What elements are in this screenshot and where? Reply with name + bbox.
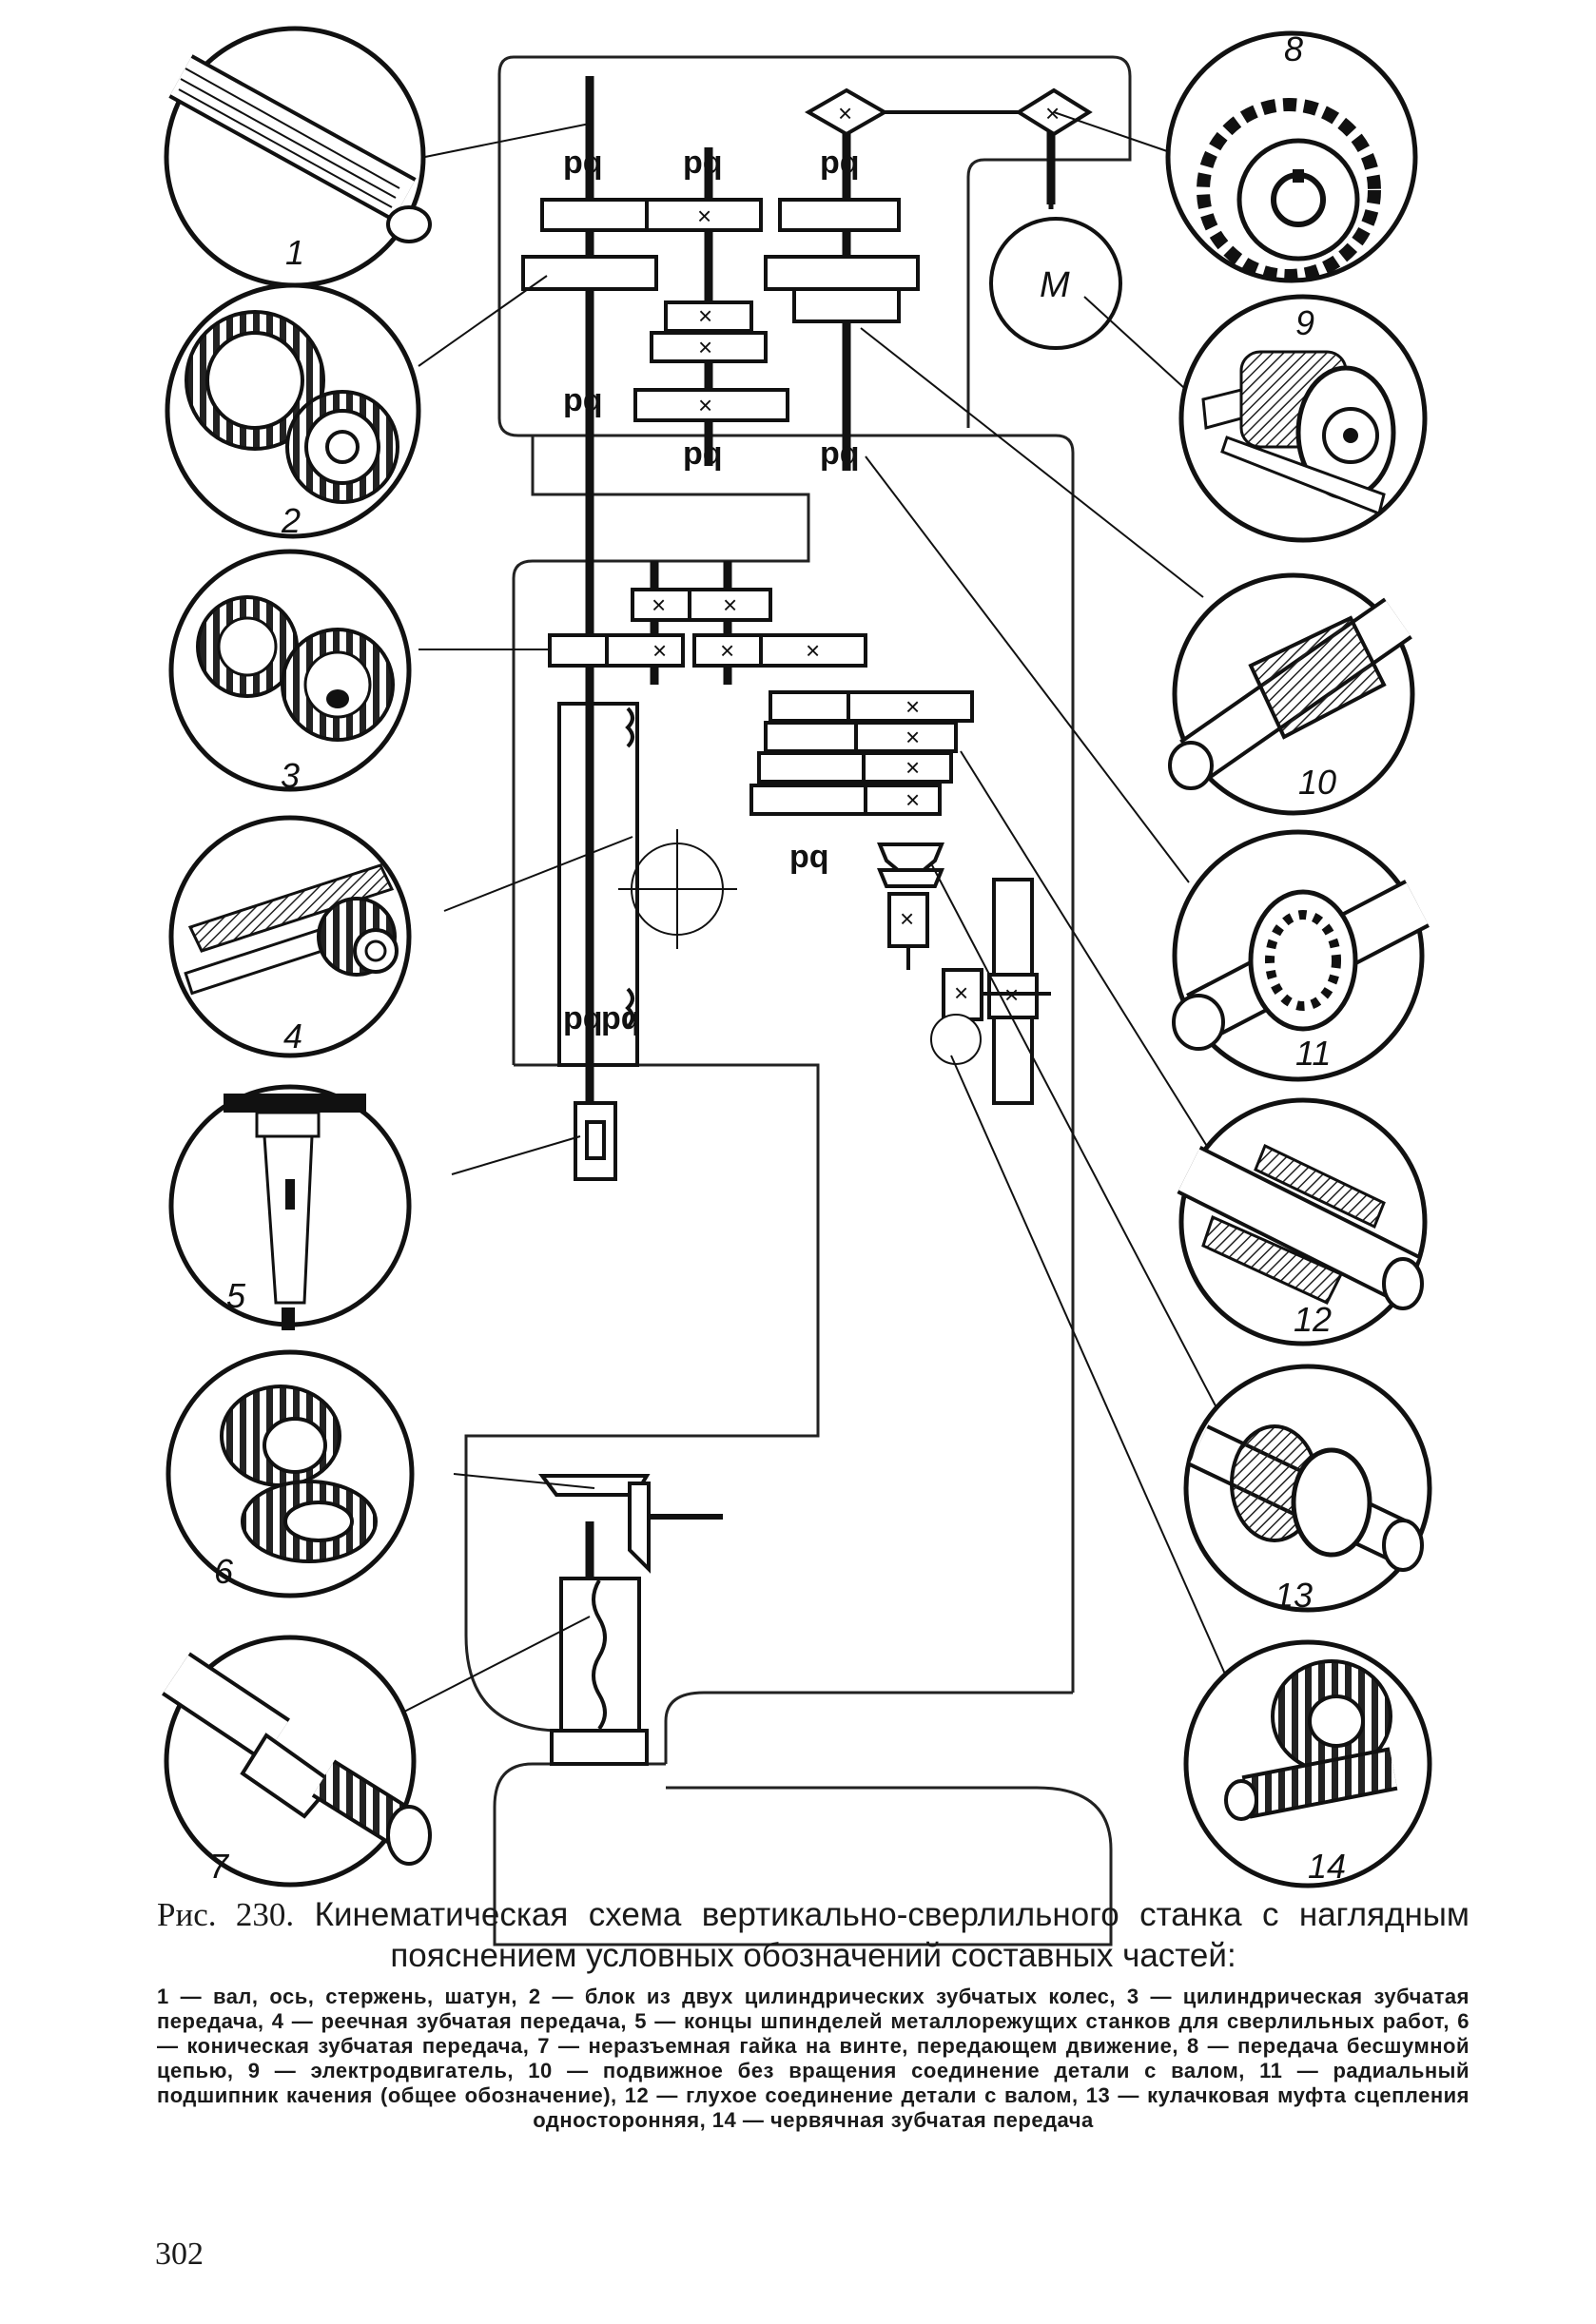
svg-text:pq: pq: [563, 1000, 603, 1036]
illustration-1-shaft: 1: [164, 26, 432, 288]
svg-text:pq: pq: [683, 145, 723, 181]
svg-text:×: ×: [900, 904, 914, 933]
svg-text:pq: pq: [820, 145, 860, 181]
illustration-13-claw-clutch: 13: [1183, 1364, 1432, 1615]
svg-text:×: ×: [1045, 99, 1060, 127]
svg-text:×: ×: [698, 391, 712, 419]
machine-body-outline: [464, 55, 1132, 1946]
svg-text:4: 4: [283, 1017, 302, 1055]
illustration-6-bevel-gears: 6: [165, 1349, 415, 1598]
svg-text:pq: pq: [563, 382, 603, 418]
illustration-8-chain-drive: 8: [1165, 29, 1418, 283]
svg-text:×: ×: [954, 978, 968, 1007]
illustration-14-worm-gear: 14: [1183, 1639, 1432, 1888]
motor-symbol: М: [989, 217, 1122, 350]
svg-text:×: ×: [652, 591, 666, 619]
svg-text:8: 8: [1284, 29, 1303, 68]
leader-lines: [403, 111, 1228, 1713]
svg-text:5: 5: [226, 1276, 246, 1315]
svg-text:pq: pq: [683, 436, 723, 472]
svg-text:pq: pq: [563, 145, 603, 181]
clutch-crosses: × × ×: [900, 904, 1019, 1009]
svg-text:6: 6: [214, 1552, 234, 1591]
illustration-10-sliding-joint: 10: [1168, 572, 1415, 816]
svg-text:13: 13: [1275, 1576, 1313, 1615]
bearing-symbols: pq pq pq pq pq pq pq pq pq: [563, 145, 860, 1036]
svg-text:×: ×: [905, 753, 920, 782]
svg-text:×: ×: [905, 723, 920, 751]
svg-text:3: 3: [281, 756, 300, 795]
svg-text:×: ×: [723, 591, 737, 619]
svg-text:11: 11: [1295, 1034, 1331, 1073]
illustration-2-gear-block: 2: [165, 282, 421, 540]
svg-text:×: ×: [697, 202, 711, 230]
illustration-11-ball-bearing: 11: [1172, 829, 1430, 1082]
svg-text:9: 9: [1295, 303, 1314, 342]
illustration-4-rack-pinion: 4: [168, 815, 412, 1058]
svg-text:14: 14: [1308, 1847, 1346, 1886]
illustration-12-fixed-joint: 12: [1177, 1097, 1428, 1346]
svg-text:×: ×: [698, 333, 712, 361]
figure-caption-text: Кинематическая схема вертикально-сверлил…: [314, 1896, 1469, 1974]
svg-text:pq: pq: [789, 839, 829, 875]
page-number: 302: [155, 2237, 204, 2272]
svg-text:×: ×: [1004, 980, 1019, 1009]
svg-text:10: 10: [1298, 763, 1336, 802]
svg-text:×: ×: [838, 99, 852, 127]
gear-blocks: [521, 198, 974, 816]
svg-text:×: ×: [806, 636, 820, 665]
chain-drive-symbol: × ×: [804, 87, 1093, 137]
illustration-7-screw-nut: 7: [162, 1635, 432, 1888]
figure-number: Рис. 230.: [157, 1896, 295, 1933]
clutch-worm-symbols: [877, 842, 1051, 1105]
svg-text:×: ×: [652, 636, 667, 665]
svg-text:×: ×: [905, 785, 920, 814]
illustration-9-electric-motor: 9: [1178, 294, 1428, 543]
figure-caption: Рис. 230. Кинематическая схема вертикаль…: [157, 1894, 1469, 1976]
svg-text:М: М: [1040, 265, 1070, 305]
svg-text:2: 2: [281, 501, 301, 540]
svg-text:×: ×: [720, 636, 734, 665]
spindle-assembly: [557, 702, 737, 1181]
table-lift-mechanism: [538, 1474, 723, 1766]
illustration-5-spindle-end: 5: [168, 1084, 412, 1330]
svg-text:1: 1: [285, 233, 304, 272]
svg-text:×: ×: [698, 301, 712, 330]
svg-text:pq: pq: [820, 436, 860, 472]
svg-text:pq: pq: [601, 1000, 641, 1036]
svg-text:12: 12: [1294, 1300, 1332, 1339]
svg-text:7: 7: [209, 1847, 230, 1886]
figure-legend: 1 — вал, ось, стержень, шатун, 2 — блок …: [157, 1985, 1469, 2132]
svg-text:×: ×: [905, 692, 920, 721]
gear-crosses: × × × × × × × × × × × × ×: [652, 202, 920, 814]
illustration-3-spur-gears: 3: [168, 549, 412, 795]
